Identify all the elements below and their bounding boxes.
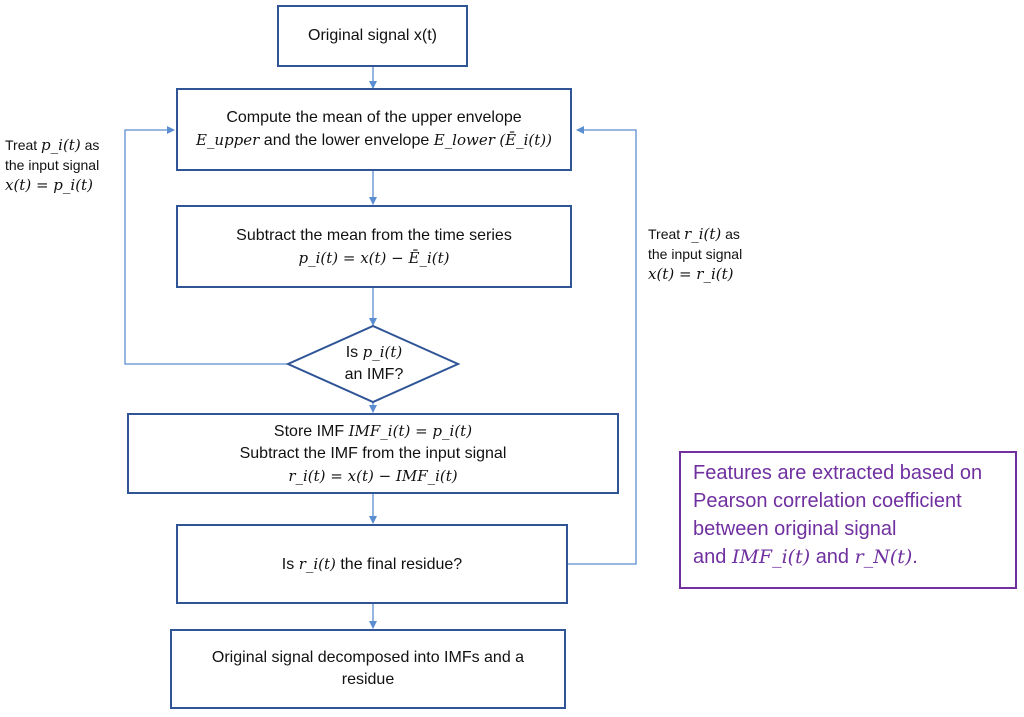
feature-extraction-note: Features are extracted based on Pearson … [679, 451, 1017, 589]
loop-left-pi-not-imf [124, 126, 288, 365]
compute-mean-envelope-box: Compute the mean of the upper envelope E… [176, 88, 572, 171]
right-note-line2: the input signal [648, 246, 743, 262]
subtract-mean-box: Subtract the mean from the time series p… [176, 205, 572, 288]
store-imf-line2: Subtract the IMF from the input signal [239, 445, 507, 462]
subtract-mean-formula: p_i(t) = x(t) − Ē_i(t) [298, 248, 450, 267]
feature-imf-var: IMF_i(t) [731, 546, 811, 568]
decomposed-line2: residue [341, 671, 395, 688]
feature-line4-end: . [912, 546, 918, 568]
store-imf-residual-formula: r_i(t) = x(t) − IMF_i(t) [288, 467, 458, 485]
feature-line4-mid: and [815, 546, 850, 568]
is-imf-line2: an IMF? [344, 365, 404, 383]
feature-line3: between original signal [693, 518, 897, 540]
right-loop-note: Treat r_i(t) as the input signal x(t) = … [648, 224, 742, 284]
left-note-line3: x(t) = p_i(t) [5, 176, 93, 194]
feature-line4: and IMF_i(t) and r_N(t). [693, 543, 1003, 571]
loop-right-ri-not-residue [568, 126, 637, 565]
store-imf-prefix: Store IMF [273, 423, 345, 440]
final-residue-box: Is r_i(t) the final residue? [176, 524, 568, 604]
left-note-var: p_i(t) [41, 136, 81, 154]
decomposed-line1: Original signal decomposed into IMFs and… [211, 649, 525, 666]
compute-mean-line2: E_upper and the lower envelope E_lower (… [196, 129, 552, 152]
right-note-suffix: as [725, 226, 740, 242]
mean-envelope-term: (Ē_i(t)) [499, 131, 553, 149]
is-imf-decision: Is p_i(t) an IMF? [300, 338, 448, 388]
is-imf-line1: Is p_i(t) [346, 341, 403, 364]
compute-mean-line1: Compute the mean of the upper envelope [226, 109, 522, 126]
is-imf-prefix: Is [345, 343, 359, 361]
e-upper-symbol: E_upper [195, 131, 260, 149]
original-signal-text: Original signal x(t) [308, 27, 437, 44]
decomposed-output-box: Original signal decomposed into IMFs and… [170, 629, 566, 709]
final-residue-suffix: the final residue? [340, 555, 463, 573]
feature-line4-prefix: and [693, 546, 727, 568]
left-note-suffix: as [84, 137, 100, 153]
right-note-line3: x(t) = r_i(t) [648, 265, 734, 283]
left-note-line1: Treat p_i(t) as [5, 135, 99, 155]
final-residue-text: Is r_i(t) the final residue? [282, 553, 462, 576]
right-note-var: r_i(t) [684, 225, 722, 243]
left-note-line2: the input signal [5, 157, 100, 173]
final-residue-var: r_i(t) [298, 554, 336, 573]
feature-line2: Pearson correlation coefficient [693, 490, 962, 512]
original-signal-box: Original signal x(t) [277, 5, 468, 67]
decision-diamond-shape [285, 324, 461, 404]
e-lower-symbol: E_lower [433, 131, 495, 149]
left-note-prefix: Treat [5, 137, 38, 153]
store-imf-formula: IMF_i(t) = p_i(t) [348, 422, 473, 440]
store-imf-box: Store IMF IMF_i(t) = p_i(t) Subtract the… [127, 413, 619, 494]
subtract-mean-line1: Subtract the mean from the time series [236, 226, 512, 244]
feature-residue-var: r_N(t) [854, 546, 913, 568]
right-note-line1: Treat r_i(t) as [648, 224, 742, 244]
store-imf-line1: Store IMF IMF_i(t) = p_i(t) [274, 420, 472, 443]
right-note-prefix: Treat [648, 226, 681, 242]
final-residue-prefix: Is [281, 555, 295, 573]
lower-envelope-text: and the lower envelope [263, 132, 430, 149]
left-loop-note: Treat p_i(t) as the input signal x(t) = … [5, 135, 99, 195]
feature-line1: Features are extracted based on [693, 462, 983, 484]
is-imf-var: p_i(t) [362, 342, 403, 361]
